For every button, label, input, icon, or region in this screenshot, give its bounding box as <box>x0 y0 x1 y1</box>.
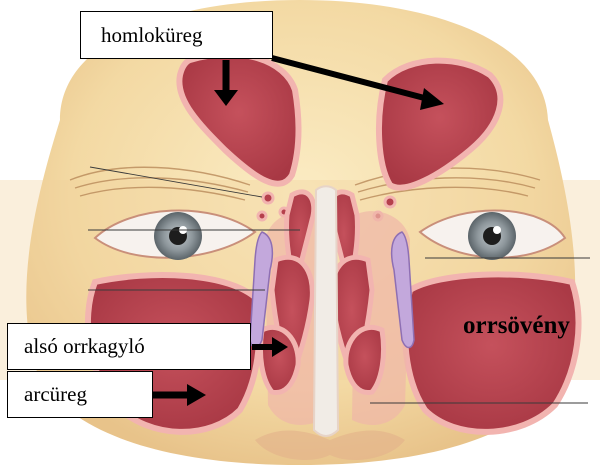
inferior-turbinate-label: alsó orrkagyló <box>7 323 251 370</box>
nasal-septum <box>314 186 338 436</box>
maxillary-sinus-right <box>405 274 578 431</box>
nasal-septum-label: orrsövény <box>463 312 570 340</box>
frontal-sinus-label: homloküreg <box>80 11 273 59</box>
maxillary-sinus-label: arcüreg <box>7 371 153 418</box>
